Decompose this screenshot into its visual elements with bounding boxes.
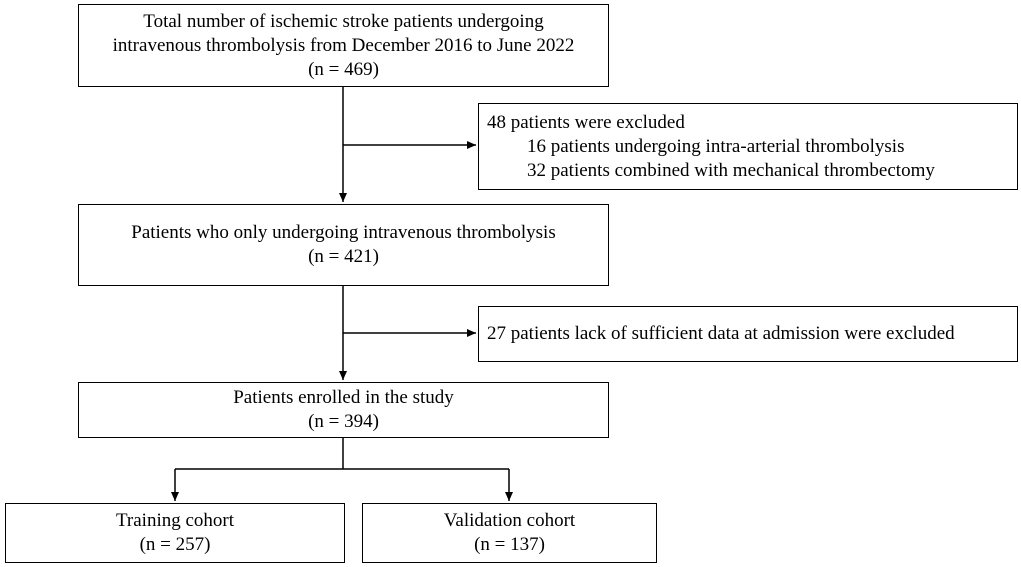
box-total-patients: Total number of ischemic stroke patients… <box>78 4 609 87</box>
box-training-cohort: Training cohort (n = 257) <box>5 503 345 563</box>
training-count: (n = 257) <box>139 534 211 555</box>
iv-only-line-1: Patients who only undergoing intravenous… <box>131 222 556 243</box>
first-exclusion-heading: 48 patients were excluded <box>487 111 685 133</box>
first-exclusion-item-1: 16 patients undergoing intra-arterial th… <box>527 135 905 157</box>
training-label: Training cohort <box>115 510 235 531</box>
validation-count: (n = 137) <box>474 534 545 555</box>
enrolled-count: (n = 394) <box>308 411 379 432</box>
enrolled-line-1: Patients enrolled in the study <box>233 387 454 408</box>
second-exclusion-text: 27 patients lack of sufficient data at a… <box>487 323 955 344</box>
box-iv-only: Patients who only undergoing intravenous… <box>78 204 609 286</box>
box-second-exclusion: 27 patients lack of sufficient data at a… <box>478 306 1018 362</box>
first-exclusion-item-2: 32 patients combined with mechanical thr… <box>527 159 935 181</box>
box-validation-cohort: Validation cohort (n = 137) <box>362 503 657 563</box>
total-line-1: Total number of ischemic stroke patients… <box>143 10 544 32</box>
total-count: (n = 469) <box>308 58 379 80</box>
validation-label: Validation cohort <box>443 510 576 531</box>
iv-only-count: (n = 421) <box>308 246 379 267</box>
box-enrolled: Patients enrolled in the study (n = 394) <box>78 382 609 438</box>
box-first-exclusion: 48 patients were excluded 16 patients un… <box>478 103 1018 190</box>
total-line-2: intravenous thrombolysis from December 2… <box>112 34 575 56</box>
